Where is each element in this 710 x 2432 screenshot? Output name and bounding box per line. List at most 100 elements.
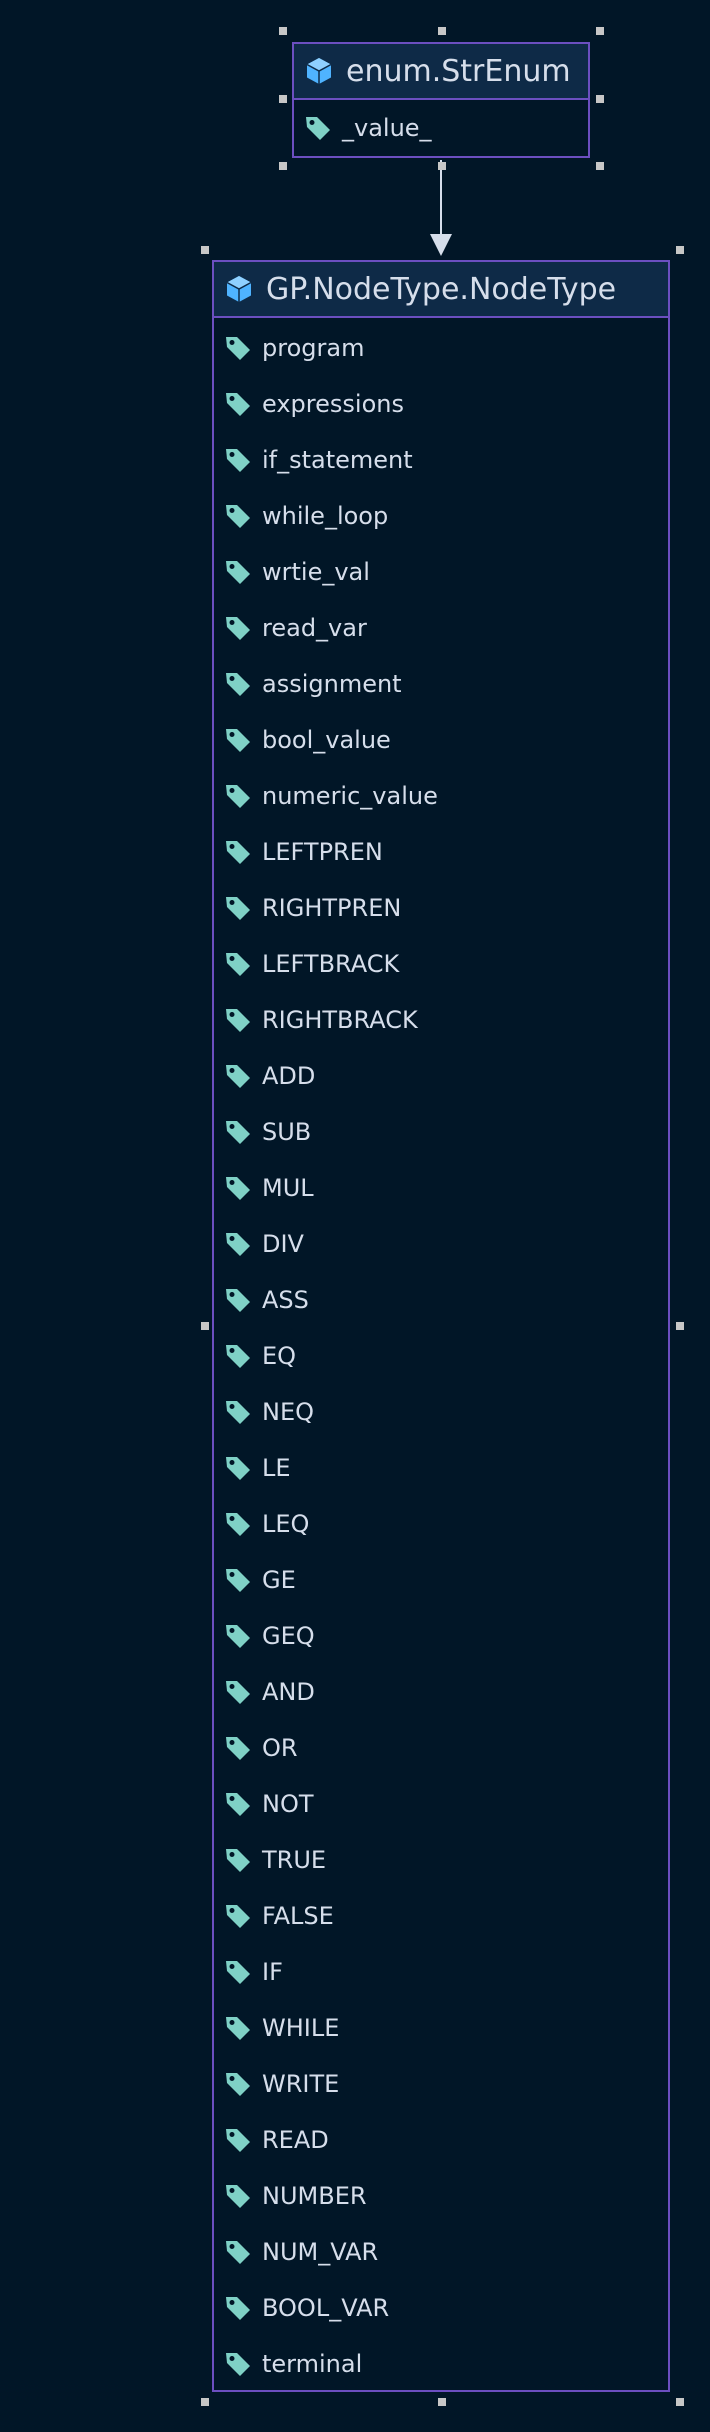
member-row[interactable]: DIV (214, 1216, 668, 1272)
member-row[interactable]: OR (214, 1720, 668, 1776)
cube-icon (304, 56, 334, 86)
resize-handle[interactable] (438, 162, 446, 170)
member-label: FALSE (262, 1902, 334, 1930)
member-label: read_var (262, 614, 367, 642)
member-label: LE (262, 1454, 291, 1482)
cube-icon (224, 274, 254, 304)
tag-icon (222, 1452, 254, 1484)
member-row[interactable]: NOT (214, 1776, 668, 1832)
member-label: bool_value (262, 726, 391, 754)
member-row[interactable]: AND (214, 1664, 668, 1720)
member-row[interactable]: MUL (214, 1160, 668, 1216)
member-label: EQ (262, 1342, 297, 1370)
member-label: wrtie_val (262, 558, 370, 586)
tag-icon (222, 1508, 254, 1540)
member-row[interactable]: terminal (214, 2336, 668, 2392)
member-row[interactable]: BOOL_VAR (214, 2280, 668, 2336)
member-label: BOOL_VAR (262, 2294, 390, 2322)
member-row[interactable]: RIGHTPREN (214, 880, 668, 936)
member-row[interactable]: SUB (214, 1104, 668, 1160)
member-row[interactable]: program (214, 320, 668, 376)
tag-icon (222, 1004, 254, 1036)
tag-icon (222, 388, 254, 420)
resize-handle[interactable] (596, 27, 604, 35)
member-row[interactable]: EQ (214, 1328, 668, 1384)
resize-handle[interactable] (201, 246, 209, 254)
class-box-strenum[interactable]: enum.StrEnum _value_ (292, 42, 590, 158)
member-row[interactable]: numeric_value (214, 768, 668, 824)
tag-icon (222, 1340, 254, 1372)
tag-icon (302, 112, 334, 144)
class-header[interactable]: enum.StrEnum (294, 44, 588, 100)
member-row[interactable]: expressions (214, 376, 668, 432)
resize-handle[interactable] (676, 1322, 684, 1330)
member-row[interactable]: WHILE (214, 2000, 668, 2056)
resize-handle[interactable] (438, 27, 446, 35)
tag-icon (222, 1116, 254, 1148)
member-row[interactable]: LEFTBRACK (214, 936, 668, 992)
resize-handle[interactable] (279, 27, 287, 35)
tag-icon (222, 948, 254, 980)
resize-handle[interactable] (279, 162, 287, 170)
member-label: SUB (262, 1118, 312, 1146)
resize-handle[interactable] (596, 95, 604, 103)
member-label: _value_ (342, 114, 432, 142)
tag-icon (222, 332, 254, 364)
resize-handle[interactable] (201, 1322, 209, 1330)
member-row[interactable]: GE (214, 1552, 668, 1608)
member-row[interactable]: bool_value (214, 712, 668, 768)
member-row[interactable]: assignment (214, 656, 668, 712)
member-row[interactable]: READ (214, 2112, 668, 2168)
member-row[interactable]: ASS (214, 1272, 668, 1328)
member-row[interactable]: GEQ (214, 1608, 668, 1664)
member-row[interactable]: ADD (214, 1048, 668, 1104)
tag-icon (222, 1676, 254, 1708)
member-row[interactable]: while_loop (214, 488, 668, 544)
tag-icon (222, 1564, 254, 1596)
resize-handle[interactable] (676, 246, 684, 254)
tag-icon (222, 2292, 254, 2324)
member-label: READ (262, 2126, 329, 2154)
member-label: NEQ (262, 1398, 315, 1426)
member-row[interactable]: NUMBER (214, 2168, 668, 2224)
member-label: ASS (262, 1286, 309, 1314)
member-label: program (262, 334, 365, 362)
member-row[interactable]: NEQ (214, 1384, 668, 1440)
member-row[interactable]: TRUE (214, 1832, 668, 1888)
member-row[interactable]: LEFTPREN (214, 824, 668, 880)
member-row[interactable]: if_statement (214, 432, 668, 488)
tag-icon (222, 2180, 254, 2212)
member-row[interactable]: WRITE (214, 2056, 668, 2112)
tag-icon (222, 500, 254, 532)
resize-handle[interactable] (676, 2398, 684, 2406)
member-label: MUL (262, 1174, 314, 1202)
resize-handle[interactable] (438, 2398, 446, 2406)
inheritance-arrowhead (430, 234, 452, 256)
tag-icon (222, 1620, 254, 1652)
member-label: NOT (262, 1790, 314, 1818)
resize-handle[interactable] (279, 95, 287, 103)
member-label: numeric_value (262, 782, 438, 810)
member-row[interactable]: LE (214, 1440, 668, 1496)
tag-icon (222, 1172, 254, 1204)
member-label: GE (262, 1566, 296, 1594)
member-row[interactable]: wrtie_val (214, 544, 668, 600)
member-row[interactable]: FALSE (214, 1888, 668, 1944)
member-label: RIGHTPREN (262, 894, 402, 922)
resize-handle[interactable] (596, 162, 604, 170)
member-row[interactable]: IF (214, 1944, 668, 2000)
member-label: AND (262, 1678, 315, 1706)
tag-icon (222, 1956, 254, 1988)
member-label: OR (262, 1734, 298, 1762)
class-title: GP.NodeType.NodeType (266, 271, 617, 307)
member-label: IF (262, 1958, 283, 1986)
member-row[interactable]: read_var (214, 600, 668, 656)
member-row[interactable]: _value_ (294, 100, 588, 156)
member-row[interactable]: NUM_VAR (214, 2224, 668, 2280)
resize-handle[interactable] (201, 2398, 209, 2406)
member-row[interactable]: RIGHTBRACK (214, 992, 668, 1048)
member-row[interactable]: LEQ (214, 1496, 668, 1552)
class-header[interactable]: GP.NodeType.NodeType (214, 262, 668, 318)
